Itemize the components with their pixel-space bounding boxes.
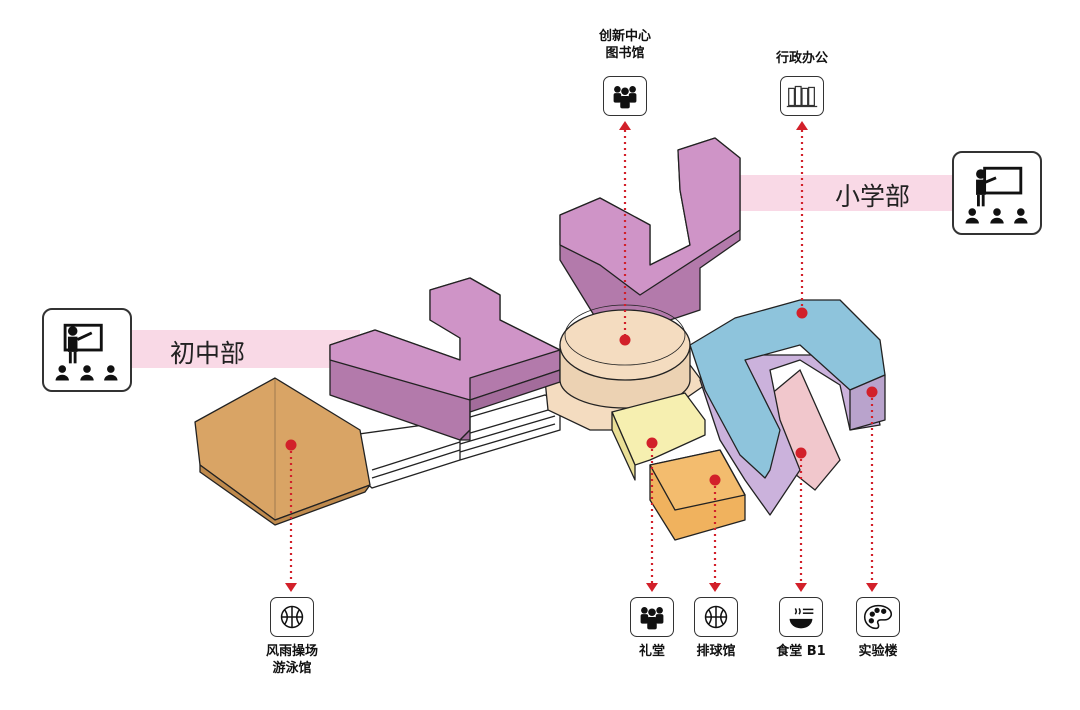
playground-icon-box [270, 597, 314, 637]
admin-icon-box [780, 76, 824, 116]
primary-ribbon [715, 175, 953, 211]
bookshelf-icon [786, 85, 818, 108]
primary-school-label: 小学部 [835, 182, 911, 211]
leader-lines [289, 130, 874, 583]
auditorium-label: 礼堂 [638, 644, 665, 659]
volleyball-label: 排球馆 [696, 644, 736, 659]
playground-block [194, 377, 371, 526]
basketball-icon [280, 605, 304, 629]
volleyball-block [649, 449, 746, 541]
library-label-line2: 图书馆 [605, 46, 645, 61]
canteen-label: 食堂 B1 [776, 644, 826, 659]
primary-school-icon-box [952, 151, 1042, 235]
leader-arrows [285, 121, 878, 592]
canteen-icon-box [779, 597, 823, 637]
auditorium-icon-box [630, 597, 674, 637]
auditorium-block [611, 392, 706, 481]
playground-label-line2: 游泳馆 [272, 661, 312, 676]
primary-school-block [559, 137, 741, 331]
library-label: 创新中心 图书馆 [585, 28, 665, 62]
library-icon-box [603, 76, 647, 116]
teacher-board-icon [55, 323, 118, 381]
lab-label: 实验楼 [858, 644, 898, 659]
middle-school-label: 初中部 [170, 339, 246, 368]
basketball-icon [704, 605, 728, 629]
palette-icon [863, 604, 893, 630]
middle-ribbon [130, 330, 360, 368]
admin-label: 行政办公 [775, 51, 828, 66]
library-label-line1: 创新中心 [598, 29, 651, 44]
people-group-icon [640, 607, 664, 630]
middle-school-icon-box [42, 308, 132, 392]
bowl-icon [789, 608, 814, 629]
lab-icon-box [856, 597, 900, 637]
volleyball-icon-box [694, 597, 738, 637]
teacher-board-icon [965, 166, 1028, 224]
location-markers [285, 307, 878, 486]
rotunda [559, 304, 691, 409]
playground-label: 风雨操场 游泳馆 [252, 643, 332, 677]
playground-label-line1: 风雨操场 [265, 644, 318, 659]
people-group-icon [613, 86, 637, 109]
